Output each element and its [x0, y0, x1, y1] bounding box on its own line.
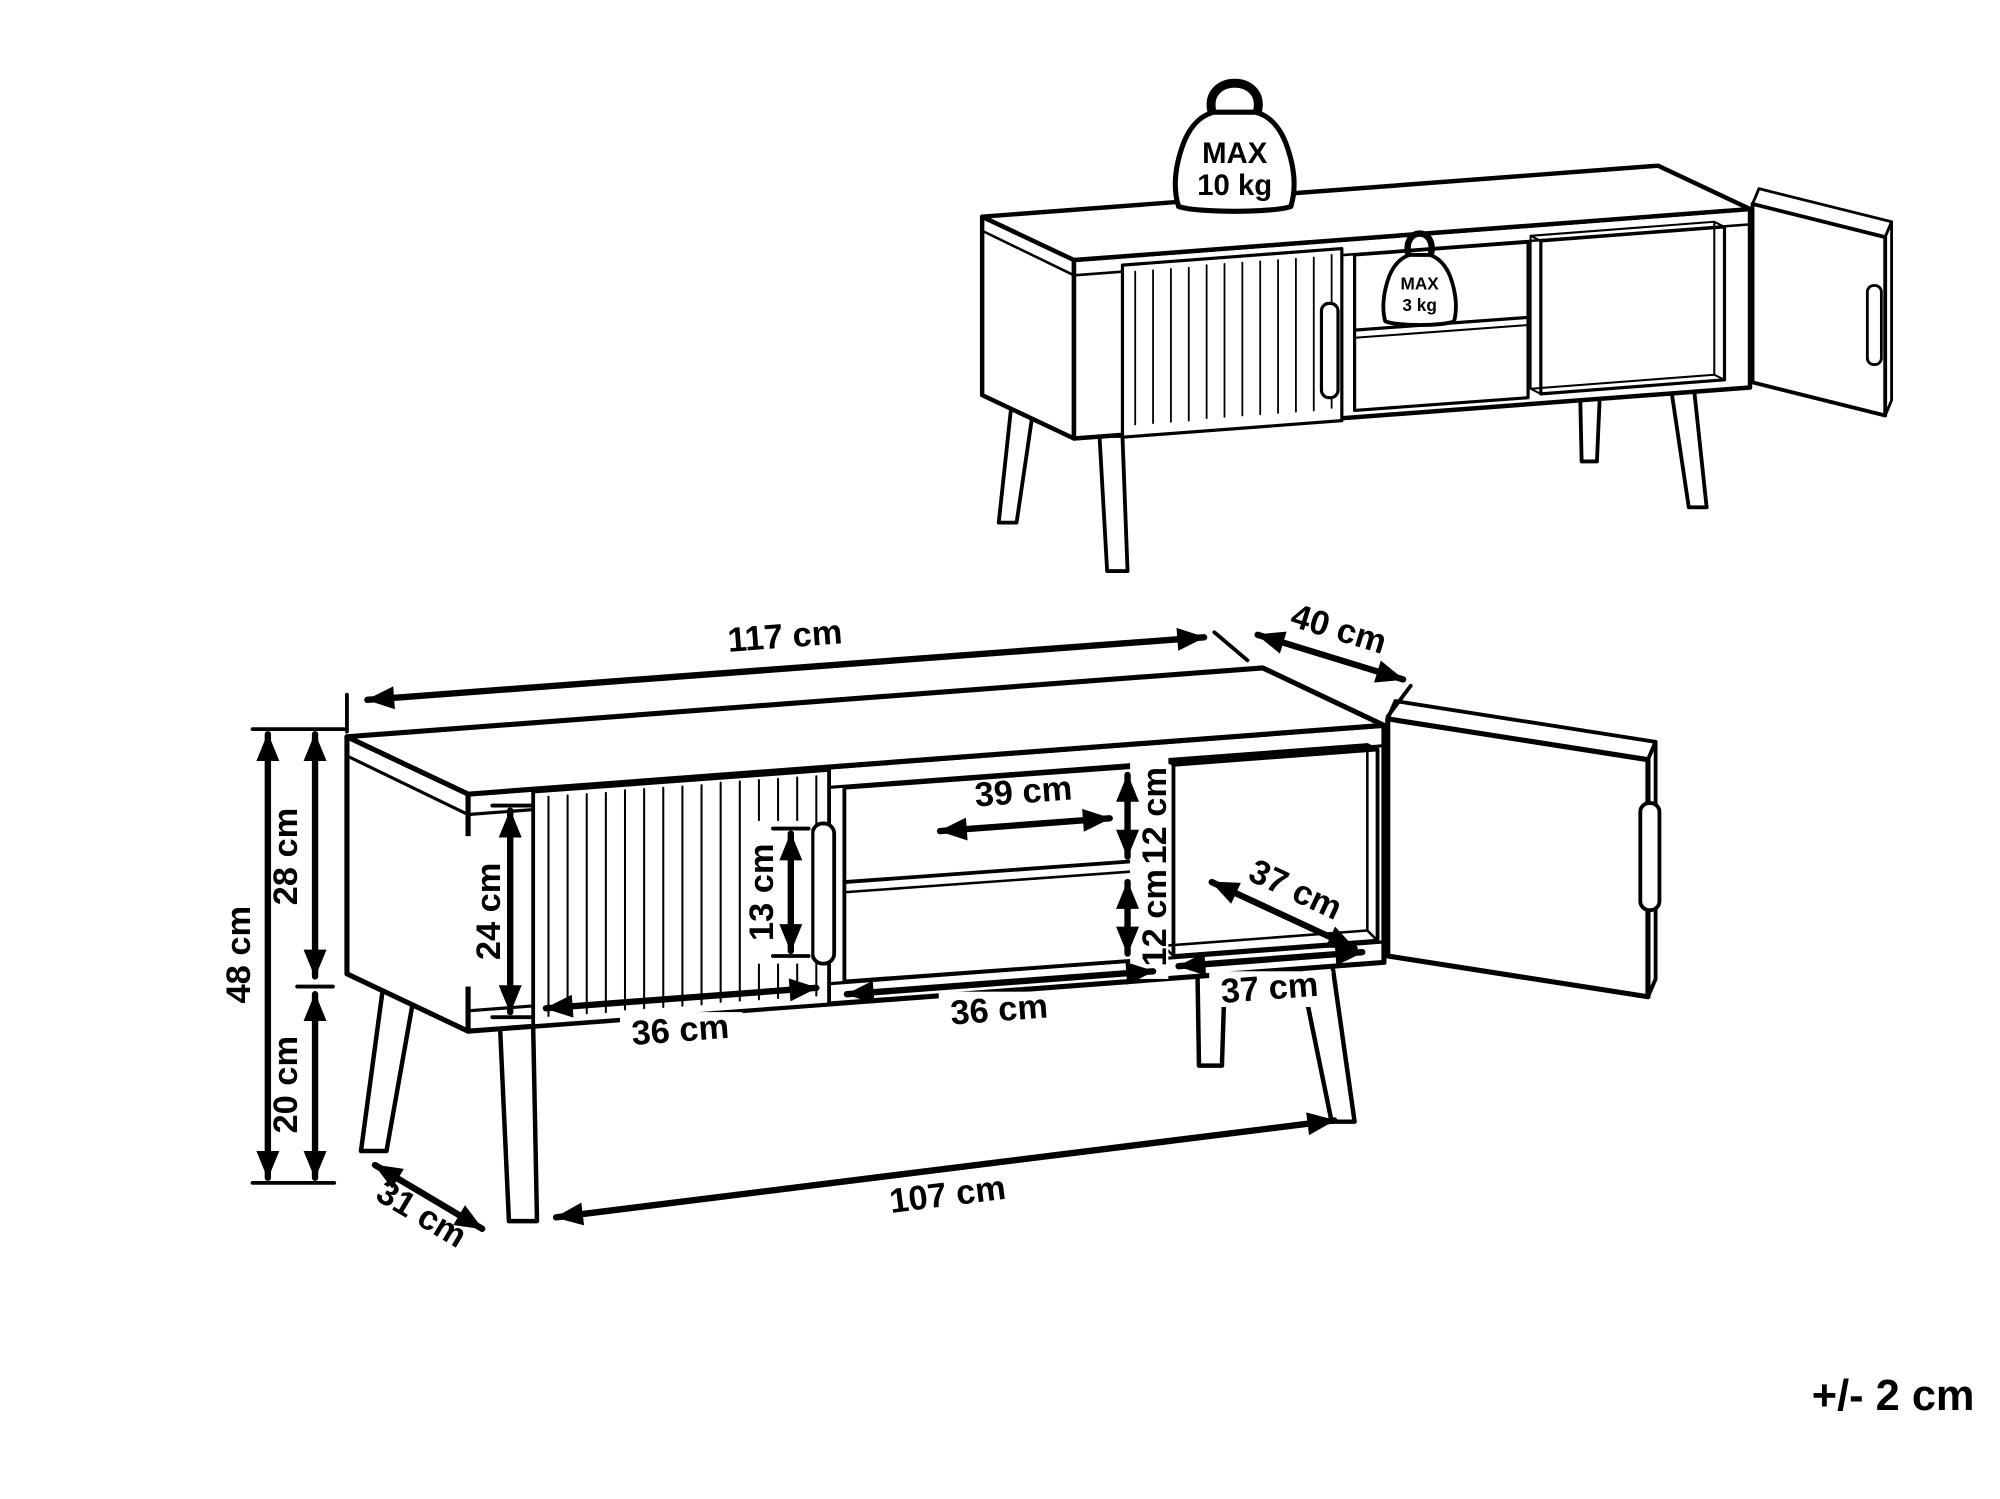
open-door-front: [1750, 202, 1888, 418]
arrow-right-width: [1175, 942, 1366, 976]
dim-door-opening-height-label: 24 cm: [470, 863, 508, 961]
weight-icon-10kg: MAX 10 kg: [1172, 78, 1297, 214]
right-opening: [1171, 747, 1380, 958]
overview-open-door: [1750, 187, 1893, 418]
slatted-door: [1120, 246, 1344, 439]
right-opening: [1539, 225, 1727, 396]
dim-top-width-label: 117 cm: [726, 613, 843, 659]
dim-middle-section-width-label: 36 cm: [949, 987, 1049, 1032]
overview-drawing: MAX 10 kg MAX 3 kg: [979, 78, 1893, 573]
door-handle: [1319, 301, 1340, 400]
max-10kg-label-line2: 10 kg: [1197, 169, 1272, 202]
arrow-leg-span-depth: [371, 1161, 486, 1232]
weight-body-icon: [1172, 109, 1297, 214]
dim-handle-length-label: 13 cm: [743, 843, 781, 941]
leg: [497, 1023, 540, 1224]
dim-upper-shelf-label: 12 cm: [1136, 767, 1174, 865]
weight-handle-icon: [1206, 78, 1263, 116]
weight-handle-icon: [1404, 230, 1435, 257]
weight-icon-3kg: MAX 3 kg: [1381, 230, 1458, 327]
open-door-front: [1385, 716, 1651, 1000]
dimension-arrows: [256, 627, 1407, 1232]
dimension-annotations: 117 cm 40 cm 48 cm 28 cm 20 cm 24 cm 13 …: [220, 597, 1413, 1256]
overview-right-compartment: [1529, 220, 1727, 396]
leg: [1097, 434, 1130, 573]
dim-right-width-label: 37 cm: [1219, 966, 1319, 1011]
arrow-leg-span-width: [552, 1112, 1338, 1226]
dim-total-height-label: 48 cm: [220, 906, 258, 1004]
dim-top-depth-label: 40 cm: [1286, 597, 1390, 662]
arrow-middle-section-width: [843, 961, 1157, 1004]
extension-ticks: [250, 630, 1413, 1185]
arrow-top-width: [364, 627, 1208, 710]
middle-shelf-front: [842, 857, 1166, 884]
dim-leg-height-label: 20 cm: [267, 1036, 305, 1134]
leg: [1669, 385, 1709, 510]
tolerance-note: +/- 2 cm: [1812, 1372, 1975, 1420]
max-3kg-label-line1: MAX: [1401, 273, 1440, 293]
weight-body-icon: [1381, 253, 1458, 327]
arrow-top-depth: [1254, 631, 1407, 683]
top-panel-edge-side: [980, 229, 1076, 277]
dim-body-height-label: 28 cm: [267, 808, 305, 906]
open-door-handle: [1638, 801, 1662, 913]
arrow-left-door-width: [542, 978, 820, 1018]
open-door-handle: [1865, 284, 1883, 366]
dim-middle-width-label: 39 cm: [973, 769, 1073, 814]
dim-leg-span-depth-label: 31 cm: [370, 1173, 473, 1256]
top-panel-edge-side: [345, 754, 470, 817]
main-open-door: [1385, 699, 1662, 1000]
dimensioned-drawing: 117 cm 40 cm 48 cm 28 cm 20 cm 24 cm 13 …: [220, 597, 1662, 1256]
main-right-compartment: [1161, 743, 1380, 958]
max-3kg-label-line2: 3 kg: [1402, 295, 1436, 315]
middle-shelf-bottom: [1353, 324, 1530, 339]
overview-left-door: [1120, 246, 1344, 439]
arrow-right-depth: [1208, 878, 1358, 952]
arrow-middle-width: [936, 808, 1113, 841]
door-handle: [810, 821, 837, 966]
middle-shelf-bottom: [843, 868, 1165, 894]
max-10kg-label-line1: MAX: [1202, 137, 1268, 170]
cabinet-top-face: [979, 163, 1753, 263]
dim-lower-shelf-label: 12 cm: [1136, 869, 1174, 967]
dim-left-door-width-label: 36 cm: [630, 1008, 730, 1053]
